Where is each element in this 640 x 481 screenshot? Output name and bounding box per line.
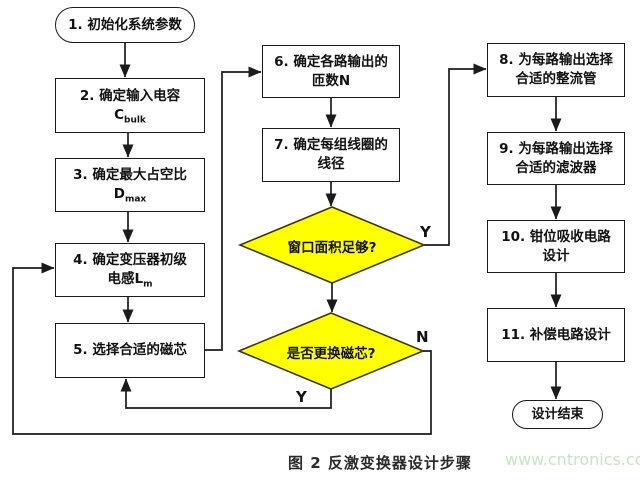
step-3-max-duty-cycle: 3. 确定最大占空比 Dmax [55,158,205,212]
step-6-line2: 匝数N [311,72,351,89]
step-8-line2: 合适的整流管 [515,71,597,87]
step-8-line1: 8. 为每路输出选择 [499,52,613,68]
edge-d2-no-to-4 [12,262,432,435]
step-4-variable: 电感Lm [107,271,153,290]
step-10-clamp-snubber-design: 10. 钳位吸收电路 设计 [487,220,625,273]
step-8-select-rectifier: 8. 为每路输出选择 合适的整流管 [487,43,625,97]
start-node-label: 1. 初始化系统参数 [68,16,182,33]
step-11-label: 11. 补偿电路设计 [501,326,611,343]
step-9-line2: 合适的滤波器 [515,159,597,176]
step-4-line1: 4. 确定变压器初级 [73,252,187,268]
edge-label-d2-no: N [416,328,429,346]
step-7-line2: 线径 [317,156,345,172]
edge-5-to-6 [205,66,262,351]
step-2-input-capacitor: 2. 确定输入电容 Cbulk [55,78,205,133]
end-node: 设计结束 [512,400,603,429]
step-9-select-filter: 9. 为每路输出选择 合适的滤波器 [487,132,625,185]
step-10-line2: 设计 [542,247,570,264]
step-2-line1: 2. 确定输入电容 [79,87,181,104]
step-5-select-core: 5. 选择合适的磁芯 [55,323,205,378]
step-10-line1: 10. 钳位吸收电路 [501,228,611,245]
step-11-compensation-design: 11. 补偿电路设计 [487,308,625,362]
edge-d1-yes-to-8 [424,63,487,246]
step-6-output-turns: 6. 确定各路输出的 匝数N [262,45,400,98]
step-3-variable: Dmax [113,186,147,205]
step-2-variable: Cbulk [114,106,146,126]
figure-caption: 图 2 反激变换器设计步骤 [288,454,472,472]
step-4-primary-inductance: 4. 确定变压器初级 电感Lm [55,243,205,297]
decision-replace-core-label: 是否更换磁芯? [286,346,376,362]
step-9-line1: 9. 为每路输出选择 [499,140,613,157]
decision-window-area-label: 窗口面积足够? [287,240,377,256]
edge-label-d2-yes: Y [296,388,307,406]
step-7-line1: 7. 确定每组线圈的 [274,137,388,153]
edge-d2-yes-to-5 [120,378,332,409]
end-node-label: 设计结束 [531,407,584,422]
watermark-url: www.cntronics.com [505,450,640,469]
start-node: 1. 初始化系统参数 [55,7,195,43]
step-7-wire-diameter: 7. 确定每组线圈的 线径 [262,128,400,182]
step-5-label: 5. 选择合适的磁芯 [73,342,187,358]
step-3-line1: 3. 确定最大占空比 [73,167,187,183]
step-6-line1: 6. 确定各路输出的 [274,53,388,70]
edge-label-d1-yes: Y [420,223,431,241]
